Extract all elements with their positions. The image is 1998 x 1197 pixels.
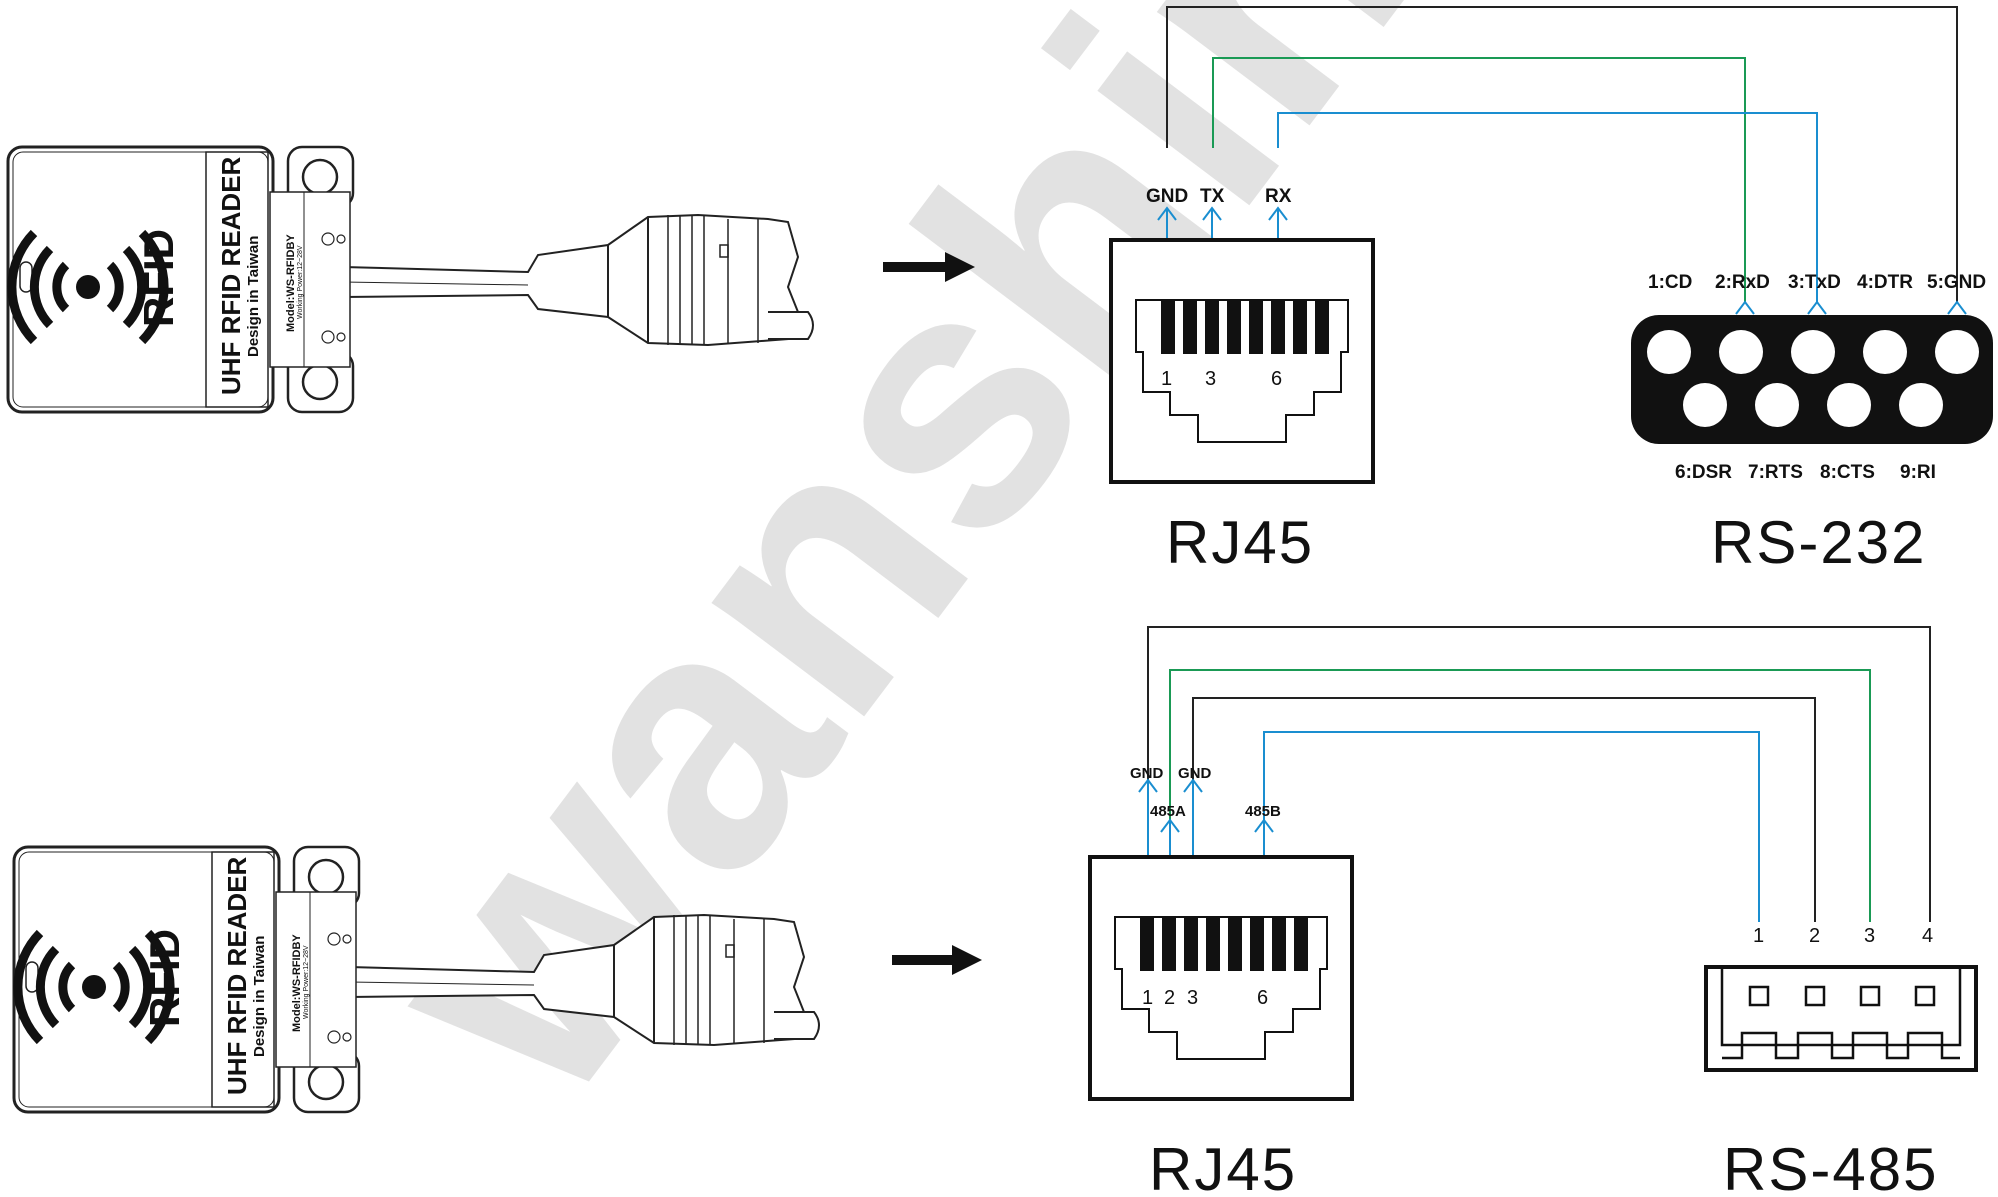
terminal-pin-2: 2	[1809, 925, 1820, 947]
bottom-signal-gnd-2: GND	[1178, 765, 1212, 782]
terminal-pin-1: 1	[1753, 925, 1764, 947]
top-rj45-jack	[1109, 238, 1375, 484]
db9-pin-1: 1:CD	[1648, 272, 1692, 293]
top-signal-gnd: GND	[1146, 186, 1188, 207]
wire-tx	[1212, 57, 1746, 302]
db9-pin-5: 5:GND	[1927, 272, 1986, 293]
wire-gnd-1	[1147, 626, 1931, 922]
bottom-device-power: Working Power:12~28V	[303, 945, 310, 1019]
db9-pin-4: 4:DTR	[1857, 272, 1913, 293]
db9-connector	[1631, 315, 1993, 444]
top-direction-arrow	[883, 252, 975, 282]
top-device-subtitle: Design in Taiwan	[245, 236, 262, 357]
bottom-reader-device: RFID UHF RFID READER Design in Taiwan Mo…	[14, 847, 819, 1112]
top-rj45-pin-6: 6	[1271, 368, 1282, 390]
wire-gnd	[1166, 6, 1958, 302]
wire-gnd-2	[1192, 697, 1816, 922]
top-device-title: UHF RFID READER	[216, 156, 246, 395]
bottom-direction-arrow	[892, 945, 982, 975]
top-rj45-title: RJ45	[1166, 509, 1314, 576]
top-wires	[1157, 6, 1967, 315]
top-device-rfid-label: RFID	[135, 229, 182, 327]
db9-pin-3: 3:TxD	[1788, 272, 1841, 293]
top-rj45-pin-3: 3	[1205, 368, 1216, 390]
top-signal-tx: TX	[1200, 186, 1225, 207]
bottom-rj45-pin-1: 1	[1142, 987, 1153, 1009]
db9-pin-8: 8:CTS	[1820, 462, 1875, 483]
top-signal-rx: RX	[1265, 186, 1292, 207]
db9-pin-6: 6:DSR	[1675, 462, 1732, 483]
top-reader-device: RFID UHF RFID READER Design in Taiwan Mo…	[8, 147, 813, 412]
bottom-rj45-pin-6: 6	[1257, 987, 1268, 1009]
bottom-rj45-title: RJ45	[1149, 1136, 1297, 1197]
bottom-signal-485a: 485A	[1150, 803, 1186, 820]
bottom-device-model: Model:WS-RFIDBY	[291, 934, 303, 1032]
wire-rx	[1277, 112, 1818, 302]
bottom-rj45-pin-2: 2	[1164, 987, 1175, 1009]
wire-485a	[1169, 669, 1871, 922]
db9-pin-9: 9:RI	[1900, 462, 1936, 483]
rs485-terminal-block	[1704, 965, 1978, 1072]
bottom-device-title: UHF RFID READER	[222, 856, 252, 1095]
rs232-title: RS-232	[1711, 509, 1926, 576]
terminal-pin-3: 3	[1864, 925, 1875, 947]
top-device-power: Working Power:12~28V	[297, 245, 304, 319]
top-rj45-pin-1: 1	[1161, 368, 1172, 390]
db9-pin-2: 2:RxD	[1715, 272, 1770, 293]
bottom-rj45-jack	[1088, 855, 1354, 1101]
bottom-rj45-pin-3: 3	[1187, 987, 1198, 1009]
bottom-signal-gnd-1: GND	[1130, 765, 1164, 782]
db9-pin-7: 7:RTS	[1748, 462, 1803, 483]
wire-485b	[1263, 731, 1760, 922]
top-device-model: Model:WS-RFIDBY	[285, 234, 297, 332]
bottom-signal-485b: 485B	[1245, 803, 1281, 820]
terminal-pin-4: 4	[1922, 925, 1933, 947]
bottom-device-rfid-label: RFID	[141, 929, 188, 1027]
bottom-device-subtitle: Design in Taiwan	[251, 936, 268, 1057]
rs485-title: RS-485	[1723, 1136, 1938, 1197]
